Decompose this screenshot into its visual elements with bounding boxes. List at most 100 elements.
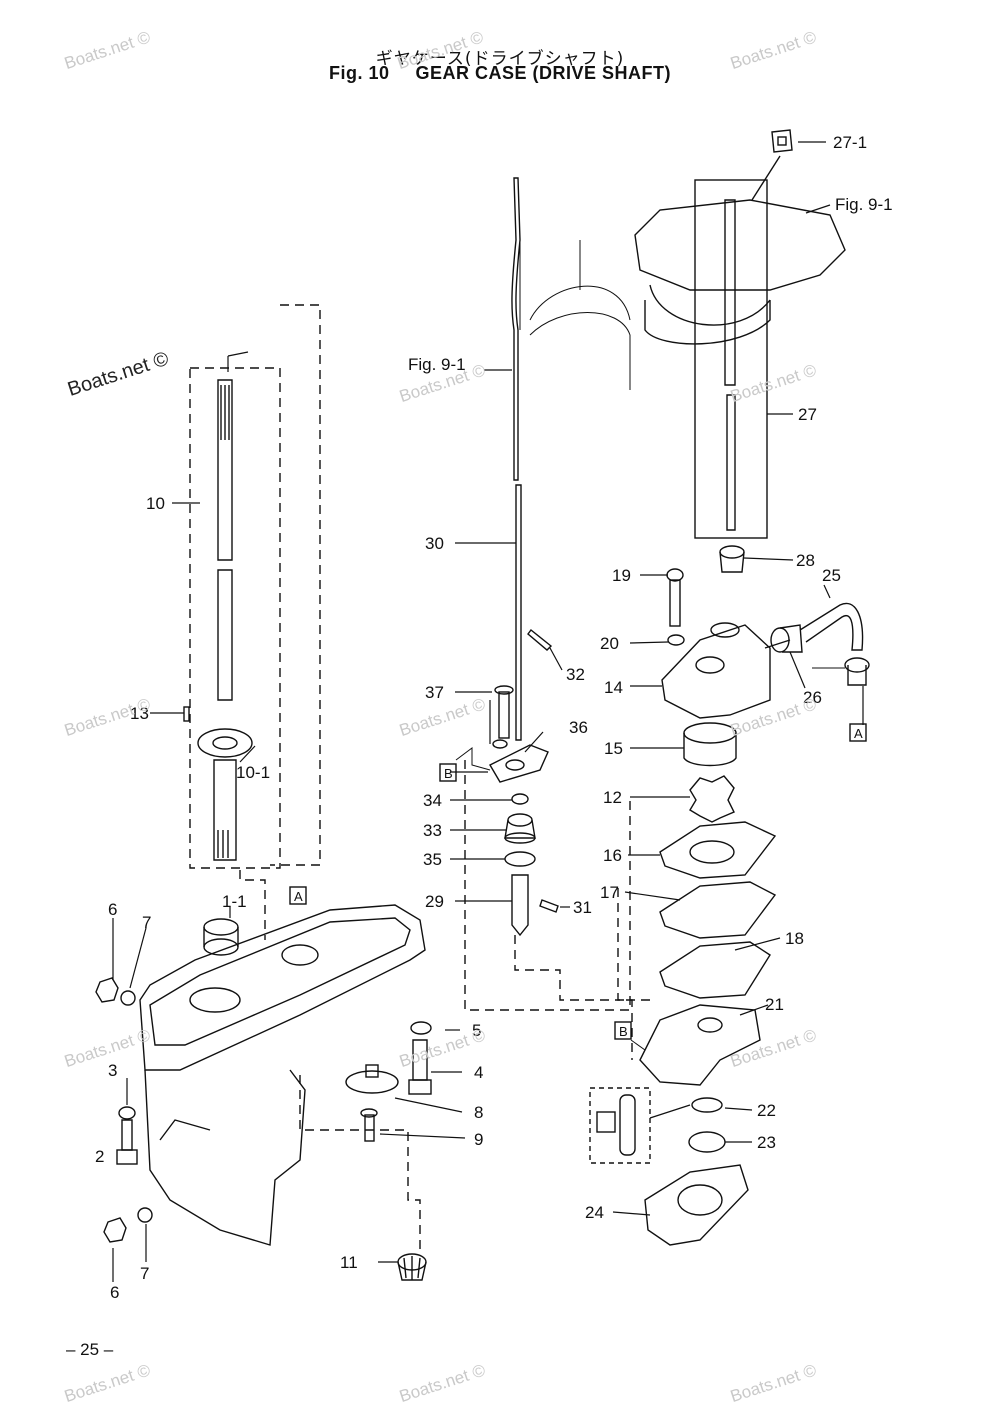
page-number: – 25 – <box>66 1340 114 1359</box>
ref-box-b1 <box>439 763 457 782</box>
bolt-19 <box>666 568 684 627</box>
part-label: 6 <box>110 1283 119 1302</box>
part-label: 12 <box>603 788 622 807</box>
water-pipe-25 <box>799 602 864 651</box>
part-label: 25 <box>822 566 841 585</box>
part-label: 33 <box>423 821 442 840</box>
oil-seal-22 <box>691 1097 723 1113</box>
part-label: 15 <box>604 739 623 758</box>
gear-case-housing <box>139 904 426 1246</box>
shift-rod-30 <box>511 177 522 741</box>
part-label: 37 <box>425 683 444 702</box>
washer-3 <box>118 1106 136 1120</box>
part-label: 19 <box>612 566 631 585</box>
grommet-26 <box>770 624 803 653</box>
part-label: 28 <box>796 551 815 570</box>
part-label: 5 <box>472 1021 481 1040</box>
pump-housing-14 <box>661 622 791 719</box>
pin-32 <box>527 629 553 651</box>
part-label: 9 <box>474 1130 483 1149</box>
figure-caption: GEAR CASE (DRIVE SHAFT) <box>415 63 672 83</box>
washer-7a <box>120 990 136 1006</box>
part-label: 23 <box>757 1133 776 1152</box>
part-label: 22 <box>757 1101 776 1120</box>
part-label: 24 <box>585 1203 604 1222</box>
ref-box-a2 <box>849 723 867 742</box>
screw-9 <box>360 1108 378 1142</box>
bolt-4 <box>408 1039 432 1095</box>
fig-ref-mid: Fig. 9-1 <box>408 355 466 374</box>
part-label: 17 <box>600 883 619 902</box>
pin-13 <box>183 706 190 722</box>
bearing-10-1 <box>197 728 253 758</box>
part-label: 31 <box>573 898 592 917</box>
part-label: 11 <box>340 1253 358 1272</box>
part-label: 16 <box>603 846 622 865</box>
grommet-28 <box>719 545 745 573</box>
exhaust-housing-outline <box>519 240 631 390</box>
impeller-12 <box>689 775 735 823</box>
part-label: 35 <box>423 850 442 869</box>
part-label: 3 <box>108 1061 117 1080</box>
ref-box-b2 <box>614 1021 632 1040</box>
part-label: 14 <box>604 678 623 697</box>
gasket-18 <box>659 941 771 999</box>
retainer-36 <box>489 744 549 783</box>
pump-base-21 <box>639 1004 761 1086</box>
water-tube-27 <box>724 199 736 531</box>
figure-title: Fig. 10 GEAR CASE (DRIVE SHAFT) <box>0 63 1000 84</box>
washer-5 <box>410 1021 432 1035</box>
nut-6b <box>103 1217 127 1243</box>
gasket-24 <box>644 1164 749 1246</box>
part-label: 20 <box>600 634 619 653</box>
pinion-gear-11 <box>397 1253 427 1281</box>
part-label: 21 <box>765 995 784 1014</box>
water-tube-box <box>694 179 768 539</box>
part-label: 7 <box>140 1264 149 1283</box>
ref-b2-label: B <box>619 1024 628 1039</box>
pin-31 <box>539 899 559 913</box>
part-label: 6 <box>108 900 117 919</box>
ref-a1-label: A <box>294 889 303 904</box>
drive-shaft-box <box>189 367 281 869</box>
part-label: 4 <box>474 1063 483 1082</box>
o-ring-23 <box>688 1131 726 1153</box>
washer-7b <box>137 1207 153 1223</box>
part-label: 2 <box>95 1147 104 1166</box>
bolt-2 <box>116 1119 138 1165</box>
ref-a2-label: A <box>854 726 863 741</box>
grommet-27-1 <box>771 129 793 153</box>
part-label: 27 <box>798 405 817 424</box>
part-label: 10 <box>146 494 165 513</box>
insert-cartridge-15 <box>683 722 737 767</box>
part-label: 8 <box>474 1103 483 1122</box>
plate-17 <box>659 881 777 939</box>
ref-box-a1 <box>289 886 307 905</box>
nut-6a <box>95 977 119 1003</box>
part-label: 1-1 <box>222 892 247 911</box>
bolt-37 <box>494 685 514 739</box>
seal-1-1 <box>203 918 239 936</box>
figure-number: Fig. 10 <box>328 63 390 83</box>
plate-8 <box>345 1070 399 1094</box>
part-label: 32 <box>566 665 585 684</box>
part-label: 18 <box>785 929 804 948</box>
part-label: 13 <box>130 704 149 723</box>
connector-29 <box>511 874 529 937</box>
part-label: 10-1 <box>236 763 270 782</box>
ref-b1-label: B <box>444 766 453 781</box>
part-label: 34 <box>423 791 442 810</box>
grommet-26b <box>844 657 870 673</box>
part-label: 29 <box>425 892 444 911</box>
o-ring-34 <box>511 793 529 805</box>
part-label: 27-1 <box>833 133 867 152</box>
fig-ref-top: Fig. 9-1 <box>835 195 893 214</box>
part-label: 26 <box>803 688 822 707</box>
o-ring-35 <box>504 851 536 867</box>
gasket-16 <box>659 821 777 879</box>
upper-casing-27-housing <box>634 199 846 345</box>
drive-shaft <box>213 379 237 861</box>
washer-20 <box>667 634 685 646</box>
title-japanese: ギヤケース(ドライブシャフト) <box>375 49 625 69</box>
